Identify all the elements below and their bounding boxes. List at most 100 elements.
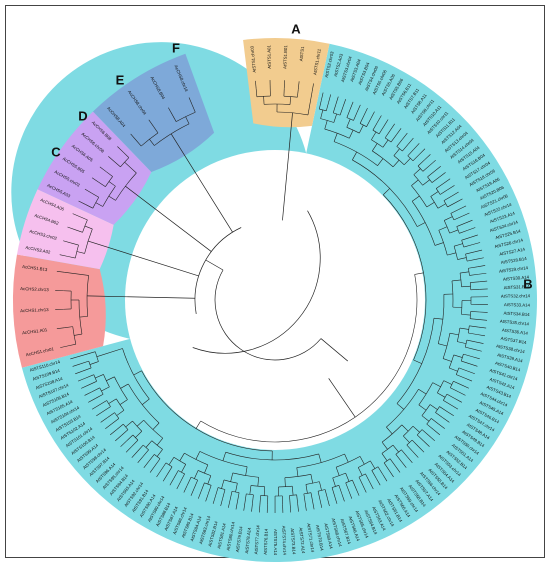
branch	[135, 139, 142, 147]
branch-arc	[276, 111, 309, 116]
branch	[365, 473, 370, 483]
branch	[435, 412, 444, 418]
branch	[289, 495, 291, 505]
branch	[453, 380, 462, 386]
tip-branch	[289, 504, 292, 513]
branch	[447, 202, 456, 208]
branch	[101, 386, 110, 392]
branch	[186, 477, 192, 486]
branch	[135, 431, 143, 438]
branch-arc	[317, 489, 326, 492]
tip-branch	[471, 356, 480, 360]
branch-arc	[184, 452, 208, 466]
internal-branch	[282, 112, 293, 221]
tip-branch	[60, 345, 69, 348]
branch	[339, 106, 344, 116]
tip-branch	[407, 137, 414, 145]
branch	[325, 102, 329, 111]
branch-arc	[122, 348, 150, 400]
branch	[91, 387, 100, 393]
branch	[106, 376, 115, 381]
tip-branch	[108, 156, 115, 162]
branch	[470, 311, 480, 313]
tip-branch	[255, 80, 257, 89]
tip-branch	[328, 94, 332, 103]
branch	[459, 327, 469, 330]
branch	[136, 419, 144, 427]
tip-branch	[377, 115, 382, 123]
tip-branch	[450, 404, 459, 410]
branch	[116, 410, 125, 416]
branch-arc	[461, 300, 463, 315]
tip-branch	[464, 219, 473, 224]
leaf-label: AtSTS26.chr14	[494, 237, 524, 249]
tip-branch	[447, 185, 455, 190]
branch	[430, 191, 439, 197]
branch-arc	[435, 188, 441, 195]
tip-branch	[63, 240, 71, 244]
tip-branch	[470, 234, 478, 238]
branch-arc	[151, 440, 163, 450]
branch	[371, 470, 377, 479]
tip-branch	[91, 404, 100, 410]
internal-branch	[170, 133, 233, 233]
tip-branch	[149, 465, 156, 473]
tip-branch	[467, 370, 475, 375]
branch	[431, 418, 439, 425]
leaf-label: AtSTS71.chr14	[306, 523, 315, 553]
branch	[119, 399, 128, 405]
branch	[222, 489, 226, 499]
branch-arc	[289, 494, 297, 496]
branch-arc	[115, 398, 125, 411]
branch	[417, 159, 425, 167]
branch-arc	[332, 472, 346, 479]
tip-branch	[478, 326, 487, 329]
branch	[79, 216, 88, 221]
branch	[207, 475, 212, 485]
branch-arc	[123, 423, 129, 430]
tip-branch	[475, 341, 484, 344]
branch	[396, 403, 405, 410]
branch	[449, 367, 458, 372]
tip-branch	[478, 272, 487, 275]
tip-branch	[183, 485, 188, 493]
tip-branch	[424, 154, 431, 161]
branch-arc	[426, 418, 432, 425]
branch	[79, 316, 88, 318]
tip-branch	[455, 198, 463, 203]
branch	[390, 134, 397, 143]
tip-branch	[56, 270, 65, 273]
branch	[466, 339, 476, 343]
branch	[64, 272, 89, 276]
branch	[443, 195, 452, 201]
tip-branch	[130, 133, 137, 141]
branch	[107, 412, 115, 419]
branch	[85, 204, 93, 209]
tip-branch	[429, 159, 436, 166]
leaf-label: AcCHS2.chr13	[20, 286, 49, 292]
leaf-label: AtSTS30.A14	[503, 274, 530, 281]
branch-arc	[303, 492, 312, 495]
clade-F-sector	[92, 53, 215, 172]
tip-branch	[454, 398, 462, 403]
tip-branch	[131, 451, 138, 458]
branch	[426, 202, 435, 208]
tip-branch	[319, 499, 323, 508]
branch	[359, 456, 365, 465]
branch	[296, 467, 299, 477]
branch	[142, 398, 150, 405]
branch	[384, 130, 391, 139]
branch	[88, 381, 97, 386]
clade-label-B: B	[523, 276, 532, 291]
tip-branch	[469, 363, 478, 367]
tip-branch	[458, 391, 466, 396]
branch	[106, 171, 113, 177]
branch-arc	[443, 220, 450, 234]
branch-arc	[413, 174, 423, 186]
branch	[335, 467, 340, 476]
leaf-label: AcCHS1.chr13	[20, 307, 49, 313]
branch	[259, 495, 261, 505]
internal-branch	[125, 185, 212, 252]
tip-branch	[81, 384, 89, 389]
